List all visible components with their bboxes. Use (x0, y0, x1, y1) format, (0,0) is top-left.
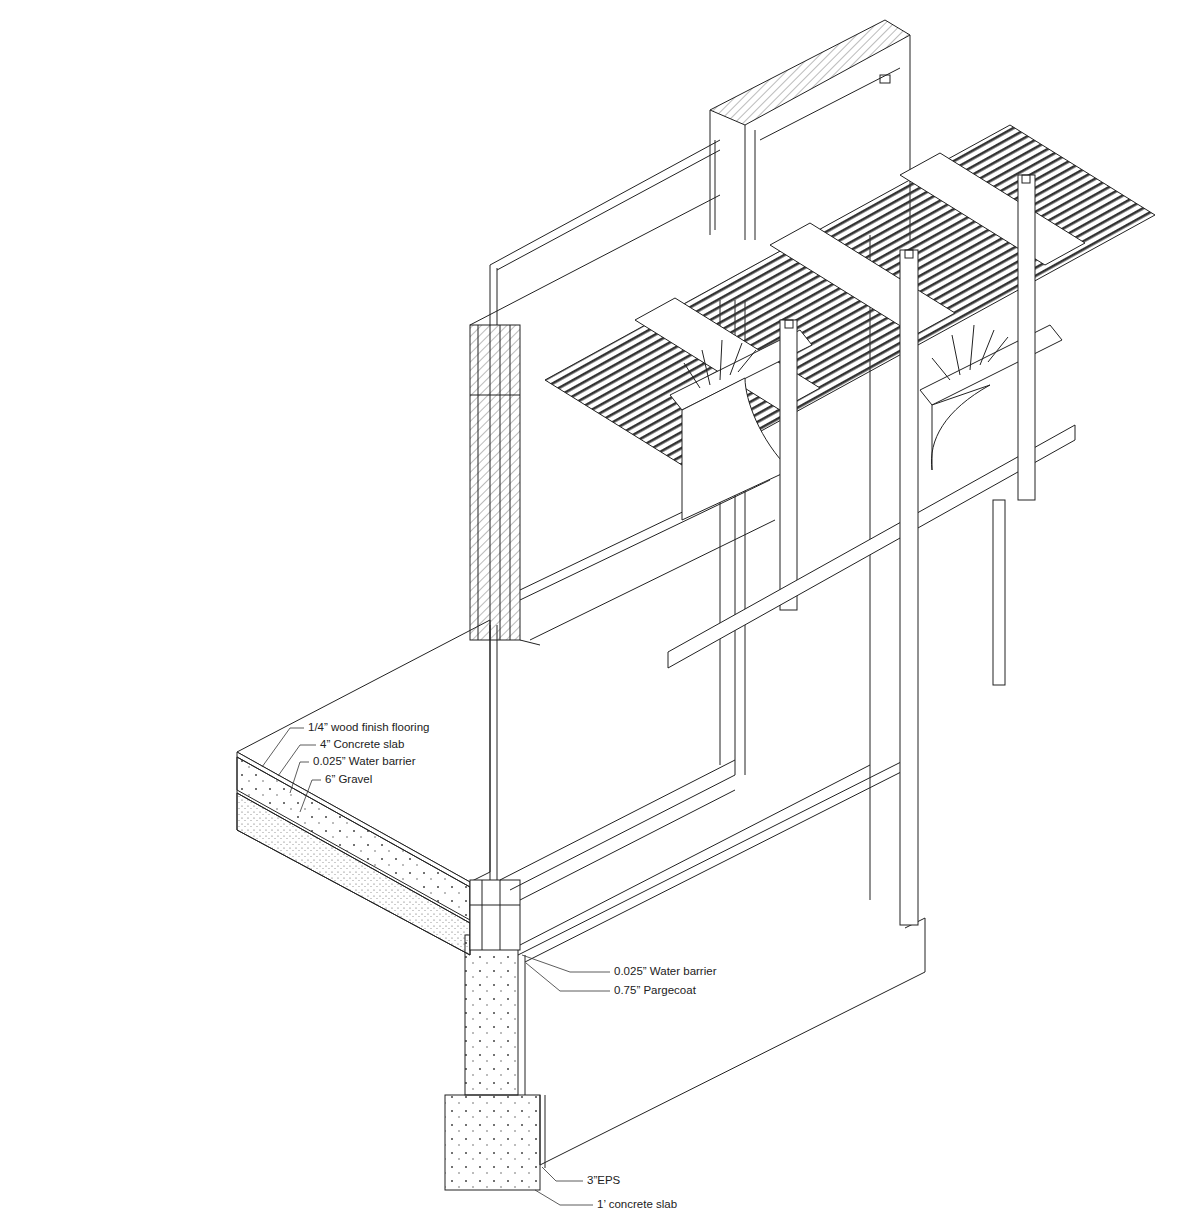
layer-label: 1/4” wood finish flooring (306, 721, 431, 734)
layer-label: 0.75” Pargecoat (612, 984, 698, 997)
layer-label: 6” Gravel (323, 773, 374, 786)
layer-label: 3”EPS (585, 1174, 622, 1187)
floor-slab (237, 620, 490, 955)
lower-window (470, 235, 870, 950)
foundation (445, 760, 925, 1190)
layer-label: 4” Concrete slab (318, 738, 406, 751)
leader-lines (262, 728, 610, 1205)
planters (670, 325, 1062, 520)
layer-label: 0.025” Water barrier (311, 755, 417, 768)
sunshade-louvers (545, 125, 1155, 470)
layer-label: 1’ concrete slab (595, 1198, 679, 1211)
layer-label: 0.025” Water barrier (612, 965, 718, 978)
posts-and-beam (668, 175, 1075, 925)
